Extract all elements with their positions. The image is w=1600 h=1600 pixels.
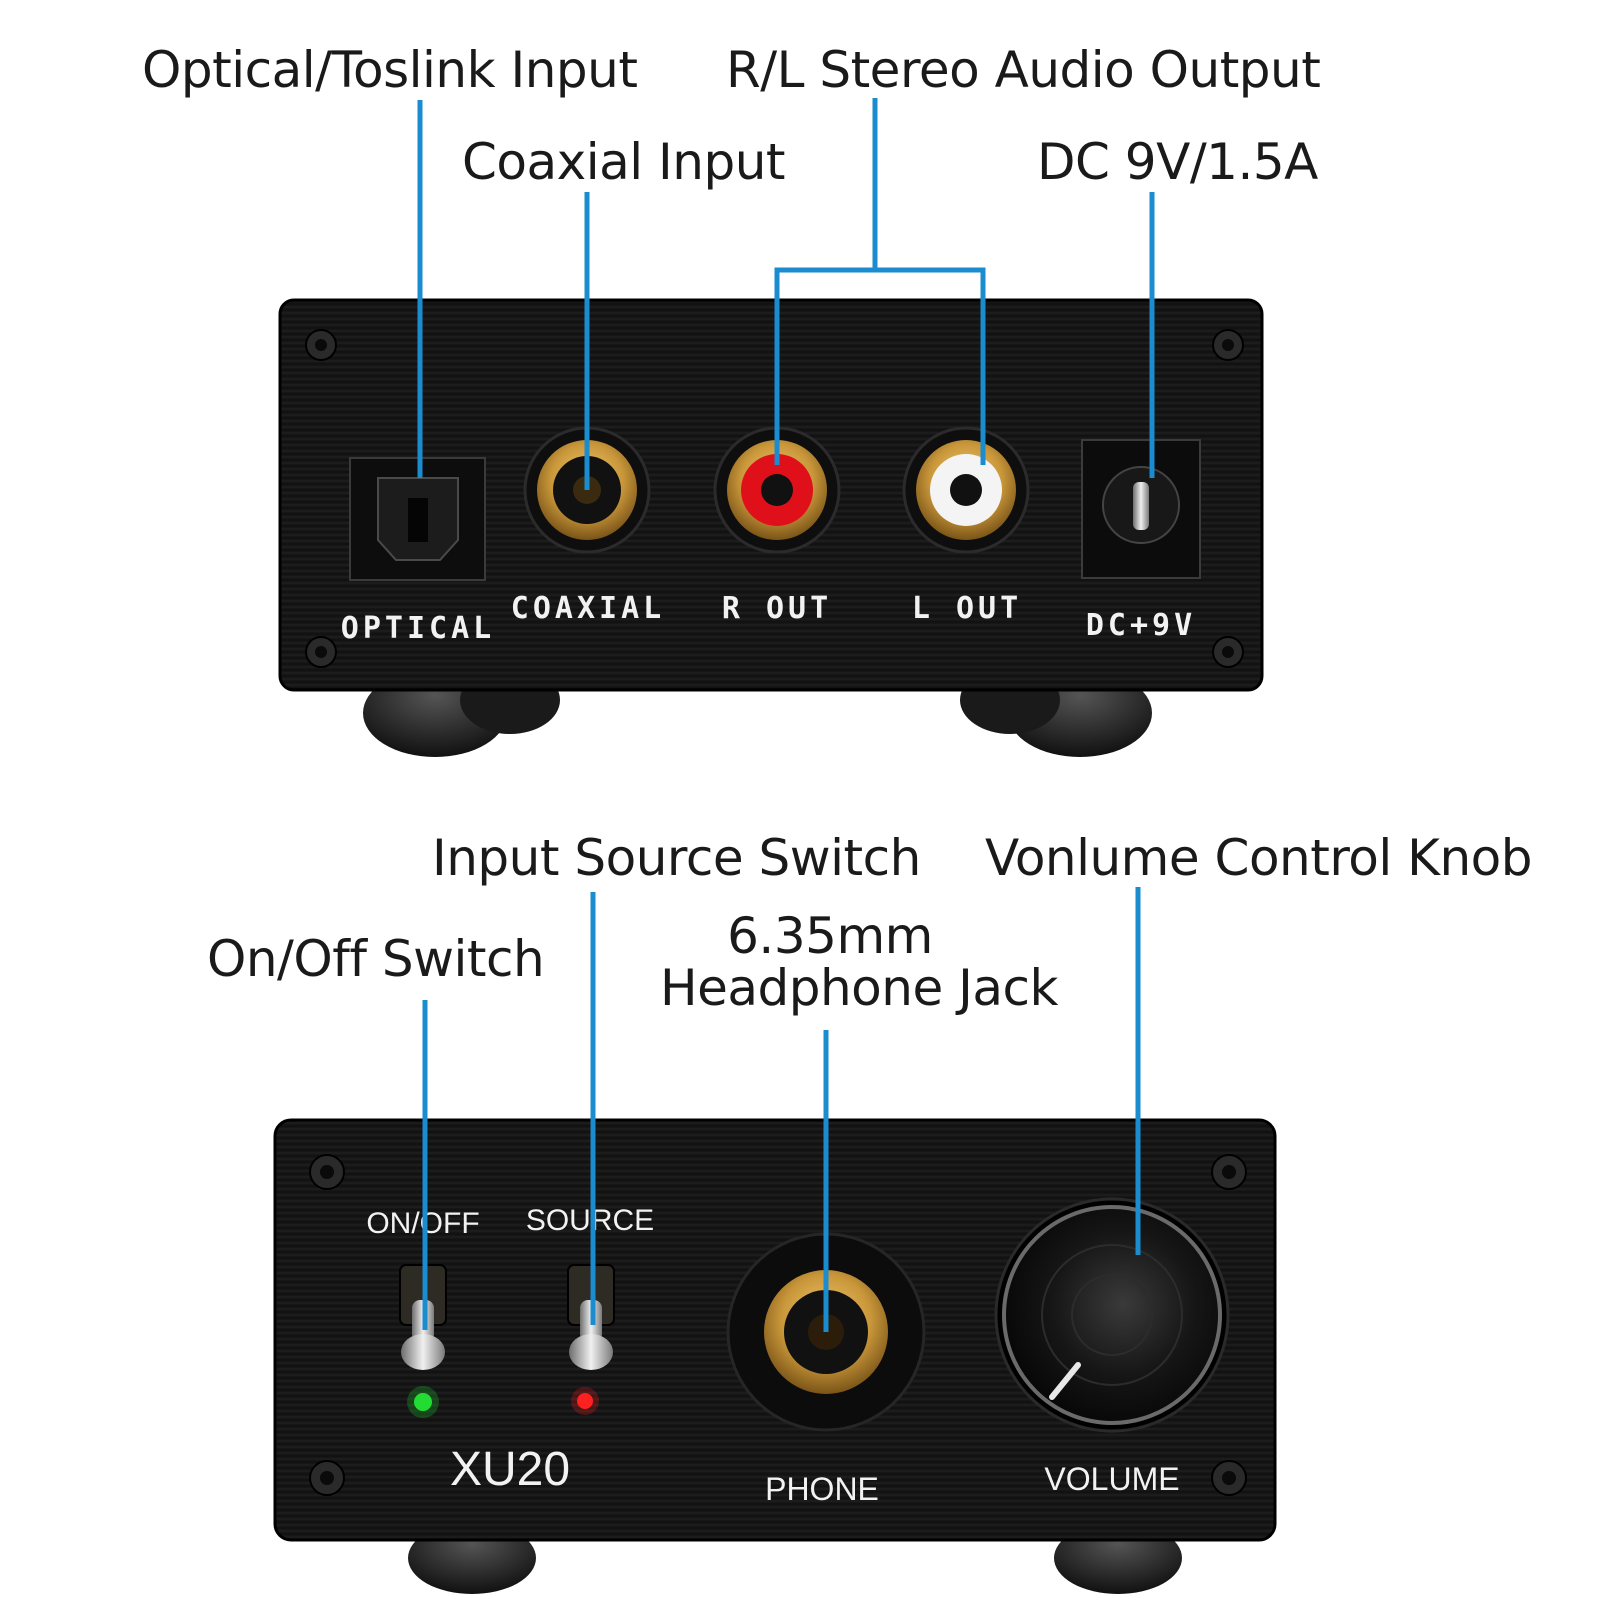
label-coaxial: COAXIAL bbox=[511, 591, 665, 626]
l-out-jack bbox=[902, 426, 1030, 554]
callout-on-off-switch: On/Off Switch bbox=[207, 930, 545, 988]
label-volume: VOLUME bbox=[1044, 1461, 1179, 1497]
callout-stereo-output: R/L Stereo Audio Output bbox=[726, 41, 1321, 99]
rear-panel: OPTICAL COAXIAL R OUT L OUT DC+9V bbox=[278, 298, 1264, 757]
model-name: XU20 bbox=[450, 1443, 570, 1496]
optical-port bbox=[349, 457, 486, 581]
callout-optical-input: Optical/Toslink Input bbox=[142, 41, 638, 99]
label-r-out: R OUT bbox=[722, 591, 832, 626]
leader-lines bbox=[417, 98, 1155, 1332]
dc-power-port bbox=[1081, 439, 1201, 579]
volume-knob bbox=[994, 1197, 1230, 1433]
power-led bbox=[414, 1393, 432, 1411]
callout-coaxial-input: Coaxial Input bbox=[462, 133, 786, 191]
label-source: SOURCE bbox=[526, 1204, 654, 1237]
front-panel: ON/OFF SOURCE XU20 PHONE VOLUME bbox=[273, 1118, 1277, 1594]
label-l-out: L OUT bbox=[912, 591, 1022, 626]
label-dc: DC+9V bbox=[1086, 608, 1196, 643]
source-led bbox=[577, 1393, 593, 1409]
callout-headphone-jack: 6.35mm Headphone Jack bbox=[660, 907, 1058, 1017]
rear-screws bbox=[305, 329, 1244, 668]
leader-stereo-bracket bbox=[774, 267, 986, 465]
label-phone: PHONE bbox=[765, 1471, 879, 1507]
callout-headphone-line1: 6.35mm bbox=[727, 907, 933, 965]
front-screws bbox=[309, 1154, 1247, 1496]
r-out-jack bbox=[713, 426, 841, 554]
label-optical: OPTICAL bbox=[341, 611, 495, 646]
callout-headphone-line2: Headphone Jack bbox=[660, 959, 1058, 1017]
callout-input-source-switch: Input Source Switch bbox=[432, 829, 921, 887]
callout-volume-knob: Vonlume Control Knob bbox=[985, 829, 1532, 887]
callout-dc-power: DC 9V/1.5A bbox=[1037, 133, 1318, 191]
